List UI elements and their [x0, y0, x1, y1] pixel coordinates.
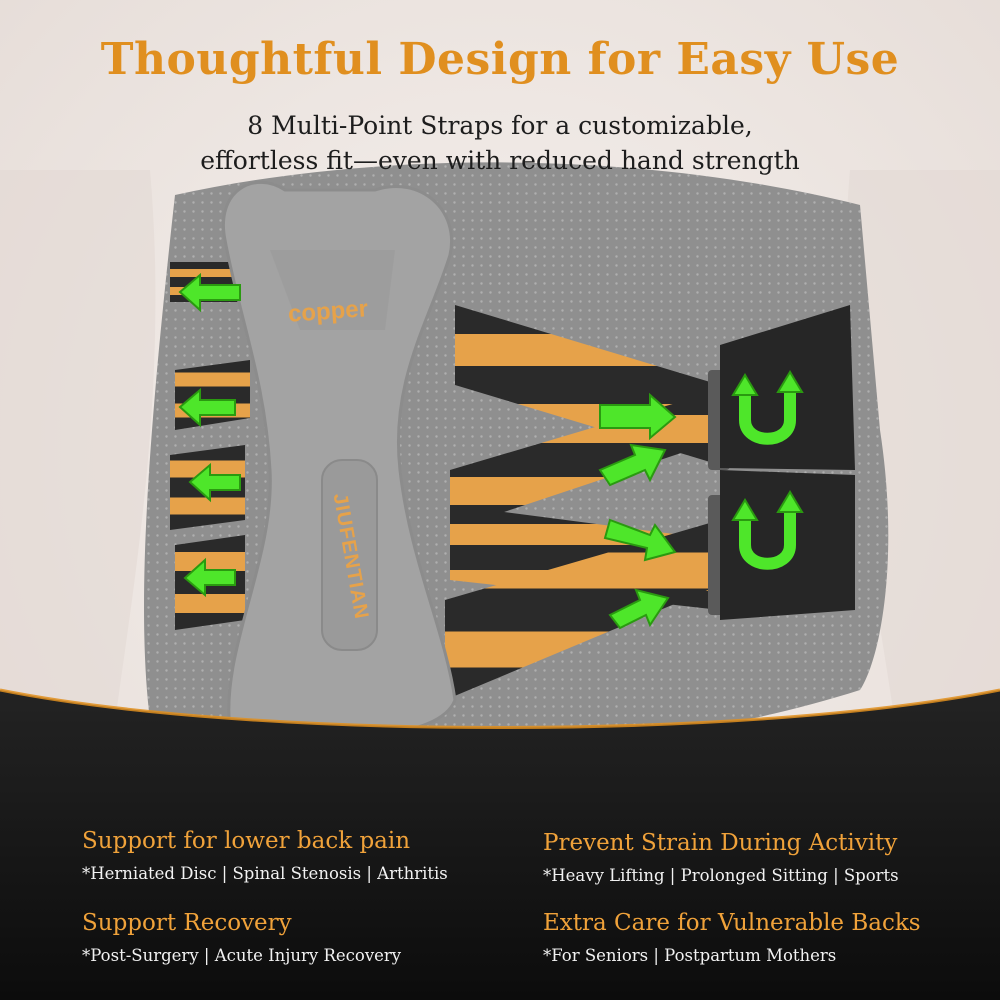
feature-title: Extra Care for Vulnerable Backs — [543, 910, 921, 936]
feature-detail: *Heavy Lifting | Prolonged Sitting | Spo… — [543, 866, 899, 885]
feature-title: Support for lower back pain — [82, 828, 411, 854]
feature-title: Prevent Strain During Activity — [543, 830, 898, 856]
feature-vulnerable-backs: Extra Care for Vulnerable Backs *For Sen… — [543, 910, 921, 965]
feature-detail: *Post-Surgery | Acute Injury Recovery — [82, 946, 402, 965]
page-title: Thoughtful Design for Easy Use — [100, 34, 900, 85]
logo-text: copper — [287, 295, 369, 328]
feature-support-recovery: Support Recovery *Post-Surgery | Acute I… — [82, 910, 401, 965]
subtitle-line-2: effortless fit—even with reduced hand st… — [200, 146, 800, 175]
feature-title: Support Recovery — [82, 910, 292, 936]
feature-lower-back-pain: Support for lower back pain *Herniated D… — [82, 828, 448, 883]
subtitle-line-1: 8 Multi-Point Straps for a customizable, — [247, 111, 753, 140]
feature-detail: *For Seniors | Postpartum Mothers — [543, 946, 837, 965]
feature-prevent-strain: Prevent Strain During Activity *Heavy Li… — [543, 830, 899, 885]
feature-detail: *Herniated Disc | Spinal Stenosis | Arth… — [82, 864, 448, 883]
